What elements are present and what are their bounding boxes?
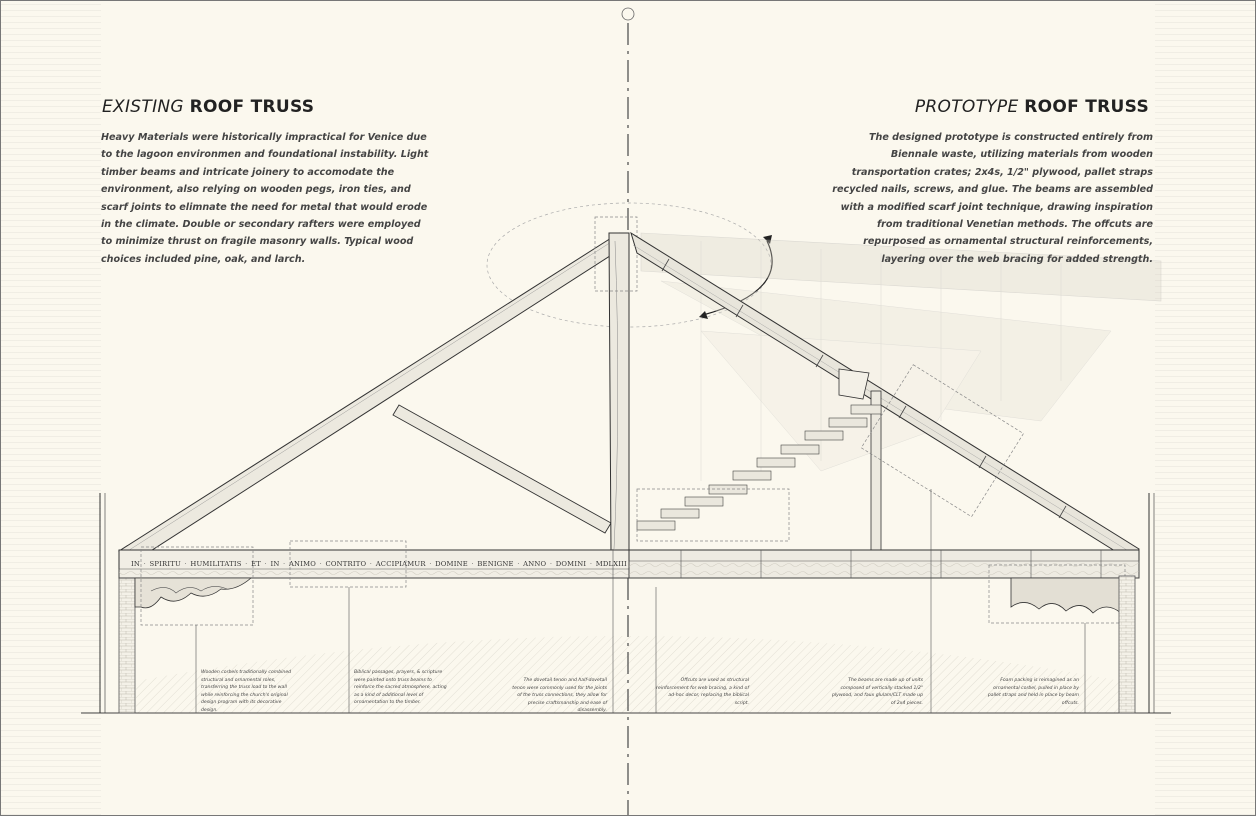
existing-title: EXISTING ROOF TRUSS [102, 97, 314, 117]
inscription-word: BENIGNE [477, 560, 514, 568]
inscription-word: ET [251, 560, 261, 568]
existing-truss [118, 232, 630, 609]
annotation-beam-units: The beams are made up of units composed … [831, 678, 923, 706]
right-masonry-wall [1118, 493, 1155, 714]
foam-corbel [1010, 577, 1122, 614]
annotation-scripture: Biblical passages, prayers, & scripture … [354, 670, 447, 706]
prototype-perspective-ghost [640, 232, 1162, 481]
offcut-web-bracing [636, 404, 882, 531]
inscription-word: MDLXIII [595, 560, 627, 568]
annotation-joints: The dovetail tenon and half-dovetail ten… [512, 678, 607, 714]
section-cut-marker-icon [621, 7, 635, 21]
inscription-word: ANNO [523, 560, 547, 568]
inscription-word: IN [131, 560, 141, 568]
left-margin-hatch [1, 1, 101, 815]
scripture-detail-box [289, 540, 407, 588]
existing-title-light: EXISTING [102, 97, 184, 117]
left-rafter [118, 232, 628, 562]
annotation-corbel: Wooden corbels traditionally combined st… [201, 670, 292, 713]
existing-title-bold: ROOF TRUSS [189, 97, 315, 117]
rotation-ellipse [486, 202, 772, 328]
inscription-word: SPIRITU [149, 560, 181, 568]
king-post [608, 232, 630, 554]
right-margin-hatch [1155, 1, 1255, 815]
prototype-title-light: PROTOTYPE [914, 97, 1019, 117]
annotation-leaders [195, 489, 1086, 713]
corbel-detail-box [140, 546, 254, 626]
right-post [870, 390, 882, 554]
bracing-detail-box [636, 488, 790, 542]
existing-description: Heavy Materials were historically imprac… [101, 132, 429, 265]
inscription-word: DOMINI [555, 560, 587, 568]
beam-unit-detail-box [860, 364, 1024, 518]
prototype-truss [628, 231, 1140, 614]
ground-shadow [136, 636, 1121, 713]
prototype-title-bold: ROOF TRUSS [1024, 97, 1149, 117]
inscription-word: HUMILITATIS [190, 560, 242, 568]
inscription-word: CONTRITO [325, 560, 367, 568]
joint-detail-box [594, 216, 638, 292]
wooden-corbel [134, 577, 253, 609]
inscription-word: DOMINE [435, 560, 468, 568]
annotation-offcuts: Offcuts are used as structural reinforce… [656, 678, 749, 706]
annotation-foam-corbel: Foam packing is reimagined as an ornamen… [987, 678, 1079, 706]
inscription-word: ACCIPIAMUR [375, 560, 426, 568]
beam-inscription: IN· SPIRITU· HUMILITATIS· ET· IN· ANIMO·… [131, 560, 627, 568]
rotation-arrow-icon [699, 235, 773, 319]
prototype-description: The designed prototype is constructed en… [832, 132, 1153, 265]
inscription-word: ANIMO [288, 560, 317, 568]
left-strut [392, 404, 612, 534]
inscription-word: IN [270, 560, 280, 568]
prototype-title: PROTOTYPE ROOF TRUSS [915, 97, 1149, 117]
left-masonry-wall [99, 493, 136, 714]
